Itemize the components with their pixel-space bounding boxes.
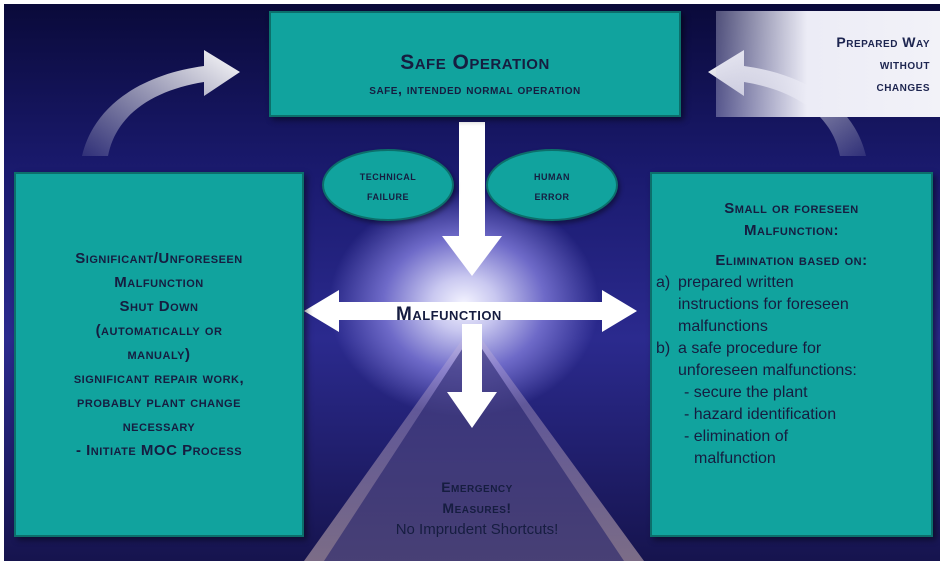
right-item-a: a) prepared written instructions for for… xyxy=(656,272,931,338)
right-item-a-marker: a) xyxy=(656,274,671,291)
right-item-a-line-3: malfunctions xyxy=(678,318,768,335)
prepared-way-box: Prepared Way without changes xyxy=(716,11,940,117)
light-cone xyxy=(304,326,644,561)
human-error-line-2: error xyxy=(534,188,570,203)
right-title-line-1: Small or foreseen xyxy=(724,200,859,217)
left-line-9: - Initiate MOC Process xyxy=(75,442,243,459)
left-line-5: manualy) xyxy=(127,346,191,363)
technical-failure-ellipse: technical failure xyxy=(322,149,454,221)
right-item-a-line-2: instructions for foreseen xyxy=(678,296,849,313)
diagram-canvas: Prepared Way without changes Safe Operat… xyxy=(4,4,940,561)
arrow-down-to-malfunction xyxy=(442,122,502,276)
safe-operation-subtitle: safe, intended normal operation xyxy=(369,81,581,97)
sub-item-elimination: - elimination of xyxy=(684,428,789,445)
prepared-way-line-3: changes xyxy=(876,78,930,94)
curved-arrow-left xyxy=(82,50,240,156)
right-item-a-line-1: prepared written xyxy=(678,274,794,291)
arrow-down-to-emergency xyxy=(447,324,497,428)
prepared-way-line-2: without xyxy=(879,56,930,72)
emergency-title-line-1: Emergency xyxy=(441,479,513,495)
human-error-line-1: human xyxy=(534,168,570,183)
small-malfunction-box: Small or foreseen Malfunction: Eliminati… xyxy=(650,172,933,537)
right-item-b-marker: b) xyxy=(656,340,671,357)
right-item-b-line-2: unforeseen malfunctions: xyxy=(678,362,857,379)
significant-malfunction-box: Significant/Unforeseen Malfunction Shut … xyxy=(14,172,304,537)
left-line-7: probably plant change xyxy=(77,394,241,411)
emergency-subtitle: No Imprudent Shortcuts! xyxy=(395,521,559,538)
emergency-title-line-2: Measures! xyxy=(442,500,512,516)
technical-failure-line-1: technical xyxy=(359,168,417,183)
right-item-b: b) a safe procedure for unforeseen malfu… xyxy=(656,338,931,382)
technical-failure-line-2: failure xyxy=(366,188,409,203)
sub-item-hazard: - hazard identification xyxy=(684,406,837,423)
left-line-8: necessary xyxy=(122,418,196,435)
sub-item-secure: - secure the plant xyxy=(684,384,808,401)
elimination-heading: Elimination based on: xyxy=(715,252,868,269)
left-line-3: Shut Down xyxy=(119,298,199,315)
light-cone-inner xyxy=(324,334,624,561)
human-error-ellipse: human error xyxy=(486,149,618,221)
sub-item-elimination-cont: malfunction xyxy=(694,450,776,467)
emergency-measures: Emergency Measures! No Imprudent Shortcu… xyxy=(382,477,572,540)
right-title-line-2: Malfunction: xyxy=(744,222,839,239)
left-line-4: (automatically or xyxy=(95,322,223,339)
right-item-b-line-1: a safe procedure for xyxy=(678,340,822,357)
malfunction-label: Malfunction xyxy=(396,304,502,325)
safe-operation-title: Safe Operation xyxy=(400,51,550,74)
arrow-left-right xyxy=(304,290,637,332)
safe-operation-box: Safe Operation safe, intended normal ope… xyxy=(269,11,681,117)
left-line-2: Malfunction xyxy=(114,274,204,291)
prepared-way-line-1: Prepared Way xyxy=(836,34,930,50)
left-line-1: Significant/Unforeseen xyxy=(75,250,243,267)
left-line-6: significant repair work, xyxy=(73,370,245,387)
